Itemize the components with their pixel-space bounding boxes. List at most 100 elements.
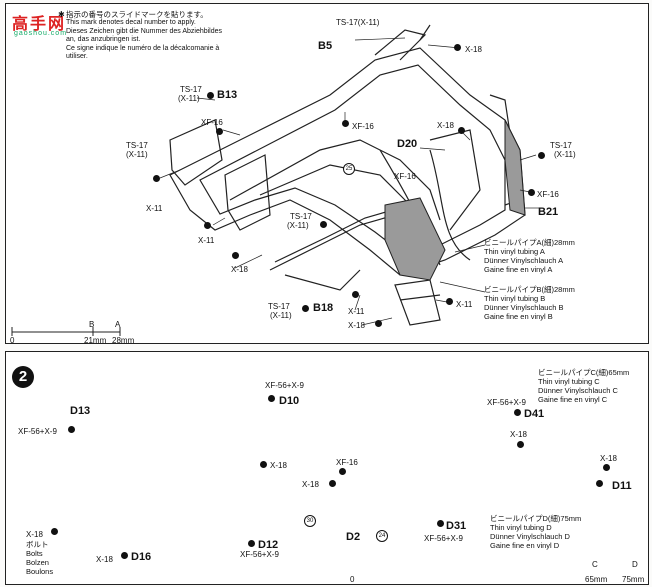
part-d13: D13 bbox=[70, 405, 91, 417]
part-d11: D11 bbox=[612, 480, 632, 492]
decal-dot bbox=[260, 461, 267, 468]
decal-note-jp: 指示の番号のスライドマークを貼ります。 bbox=[66, 10, 208, 19]
watermark-logo: 高手网 gaoshou.com bbox=[6, 6, 74, 42]
ruler-label-b: B bbox=[89, 320, 95, 329]
decal-number-badge: 24 bbox=[376, 530, 388, 542]
watermark-text: 高手网 bbox=[12, 16, 67, 33]
tubing-d-note: ビニールパイプD(細)75mm Thin vinyl tubing D Dünn… bbox=[490, 514, 581, 550]
part-d20: D20 bbox=[397, 138, 418, 150]
decal-dot bbox=[352, 291, 359, 298]
part-d41: D41 bbox=[524, 408, 545, 420]
part-b21: B21 bbox=[538, 206, 559, 218]
decal-dot bbox=[446, 298, 453, 305]
decal-note-fr1: Ce signe indique le numéro de la décalco… bbox=[66, 44, 220, 52]
label-xf16-2: XF-16 bbox=[201, 118, 223, 127]
decal-dot bbox=[216, 128, 223, 135]
label-xf56-d31: XF-56+X-9 bbox=[424, 534, 463, 543]
label-x11-b18: (X-11) bbox=[270, 311, 292, 320]
tubing-a-fr: Gaine fine en vinyl A bbox=[484, 265, 553, 274]
label-ts17-left: TS-17 bbox=[126, 141, 148, 150]
tubing-c-note: ビニールパイプC(細)65mm Thin vinyl tubing C Dünn… bbox=[538, 368, 629, 404]
step-number-badge: 2 bbox=[12, 366, 34, 388]
decal-dot bbox=[538, 152, 545, 159]
tubing-c-fr: Gaine fine en vinyl C bbox=[538, 395, 608, 404]
label-xf16-s2: XF-16 bbox=[336, 458, 358, 467]
decal-dot bbox=[232, 252, 239, 259]
label-ts17-top: TS-17(X-11) bbox=[336, 18, 379, 27]
tubing-c-de: Dünner Vinylschlauch C bbox=[538, 386, 618, 395]
decal-dot bbox=[603, 464, 610, 471]
part-d2: D2 bbox=[346, 531, 361, 543]
label-x18-bottom: X-18 bbox=[348, 321, 365, 330]
label-text: TS-17 bbox=[336, 18, 358, 27]
ruler-label-c: C bbox=[592, 560, 598, 569]
tubing-a-jp: ビニールパイプA(細)28mm bbox=[484, 238, 575, 247]
decal-dot bbox=[51, 528, 58, 535]
bolts-fr: Boulons bbox=[26, 567, 54, 576]
bolts-en: Bolts bbox=[26, 549, 43, 558]
decal-dot bbox=[454, 44, 461, 51]
ruler-label-d: D bbox=[632, 560, 638, 569]
label-x18-s2-1: X-18 bbox=[270, 461, 287, 470]
label-xf56-d41: XF-56+X-9 bbox=[487, 398, 526, 407]
decal-dot bbox=[248, 540, 255, 547]
ruler-65mm: 65mm bbox=[585, 575, 608, 584]
tubing-d-fr: Gaine fine en vinyl D bbox=[490, 541, 560, 550]
bolts-de: Bolzen bbox=[26, 558, 49, 567]
decal-dot bbox=[528, 189, 535, 196]
label-xf16-3: XF-16 bbox=[394, 172, 416, 181]
label-xf56-d12: XF-56+X-9 bbox=[240, 550, 279, 559]
label-x18-mid: X-18 bbox=[231, 265, 248, 274]
label-x18-s2-4: X-18 bbox=[302, 480, 319, 489]
label-xf16-1: XF-16 bbox=[352, 122, 374, 131]
label-ts17-right: TS-17 bbox=[550, 141, 572, 150]
part-d12: D12 bbox=[258, 539, 279, 551]
decal-mark-icon: ✱ bbox=[58, 10, 65, 19]
decal-number-badge: 25 bbox=[343, 163, 355, 175]
part-b13: B13 bbox=[217, 89, 238, 101]
tubing-d-en: Thin vinyl tubing D bbox=[490, 523, 552, 532]
ruler-zero-2: 0 bbox=[350, 575, 355, 584]
decal-dot bbox=[517, 441, 524, 448]
decal-note: 指示の番号のスライドマークを貼ります。 This mark denotes de… bbox=[66, 10, 266, 62]
step-2-panel bbox=[5, 351, 649, 585]
decal-dot bbox=[204, 222, 211, 229]
tubing-a-de: Dünner Vinylschlauch A bbox=[484, 256, 564, 265]
label-x11-2: X-11 bbox=[198, 236, 215, 245]
bolts-note: ボルト Bolts Bolzen Boulons bbox=[26, 540, 53, 576]
decal-dot bbox=[339, 468, 346, 475]
tubing-b-jp: ビニールパイプB(細)28mm bbox=[484, 285, 575, 294]
decal-dot bbox=[68, 426, 75, 433]
tubing-c-jp: ビニールパイプC(細)65mm bbox=[538, 368, 630, 377]
decal-dot bbox=[121, 552, 128, 559]
decal-note-en: This mark denotes decal number to apply. bbox=[66, 19, 196, 26]
decal-number-badge: 30 bbox=[304, 515, 316, 527]
tubing-a-note: ビニールパイプA(細)28mm Thin vinyl tubing A Dünn… bbox=[484, 238, 575, 274]
label-ts17-mid: TS-17 bbox=[290, 212, 312, 221]
label-x11-4: X-11 bbox=[456, 300, 473, 309]
watermark-url: gaoshou.com bbox=[14, 30, 68, 37]
tubing-a-en: Thin vinyl tubing A bbox=[484, 247, 545, 256]
label-x11-3: X-11 bbox=[348, 307, 365, 316]
label-x11-left: (X-11) bbox=[126, 150, 148, 159]
ruler-28mm: 28mm bbox=[112, 336, 135, 345]
decal-dot bbox=[596, 480, 603, 487]
decal-note-de2: an, das anzubringen ist. bbox=[66, 36, 141, 43]
decal-dot bbox=[458, 127, 465, 134]
decal-dot bbox=[207, 92, 214, 99]
decal-dot bbox=[514, 409, 521, 416]
part-d10: D10 bbox=[279, 395, 300, 407]
label-ts17-b18: TS-17 bbox=[268, 302, 290, 311]
decal-dot bbox=[329, 480, 336, 487]
label-x18-top: X-18 bbox=[465, 45, 482, 54]
part-d16: D16 bbox=[131, 551, 152, 563]
label-xf56-d13: XF-56+X-9 bbox=[18, 427, 57, 436]
label-x11-1: X-11 bbox=[146, 204, 163, 213]
tubing-d-de: Dünner Vinylschlauch D bbox=[490, 532, 570, 541]
decal-dot bbox=[437, 520, 444, 527]
ruler-21mm: 21mm bbox=[84, 336, 107, 345]
decal-dot bbox=[342, 120, 349, 127]
ruler-label-a: A bbox=[115, 320, 121, 329]
part-d31: D31 bbox=[446, 520, 467, 532]
